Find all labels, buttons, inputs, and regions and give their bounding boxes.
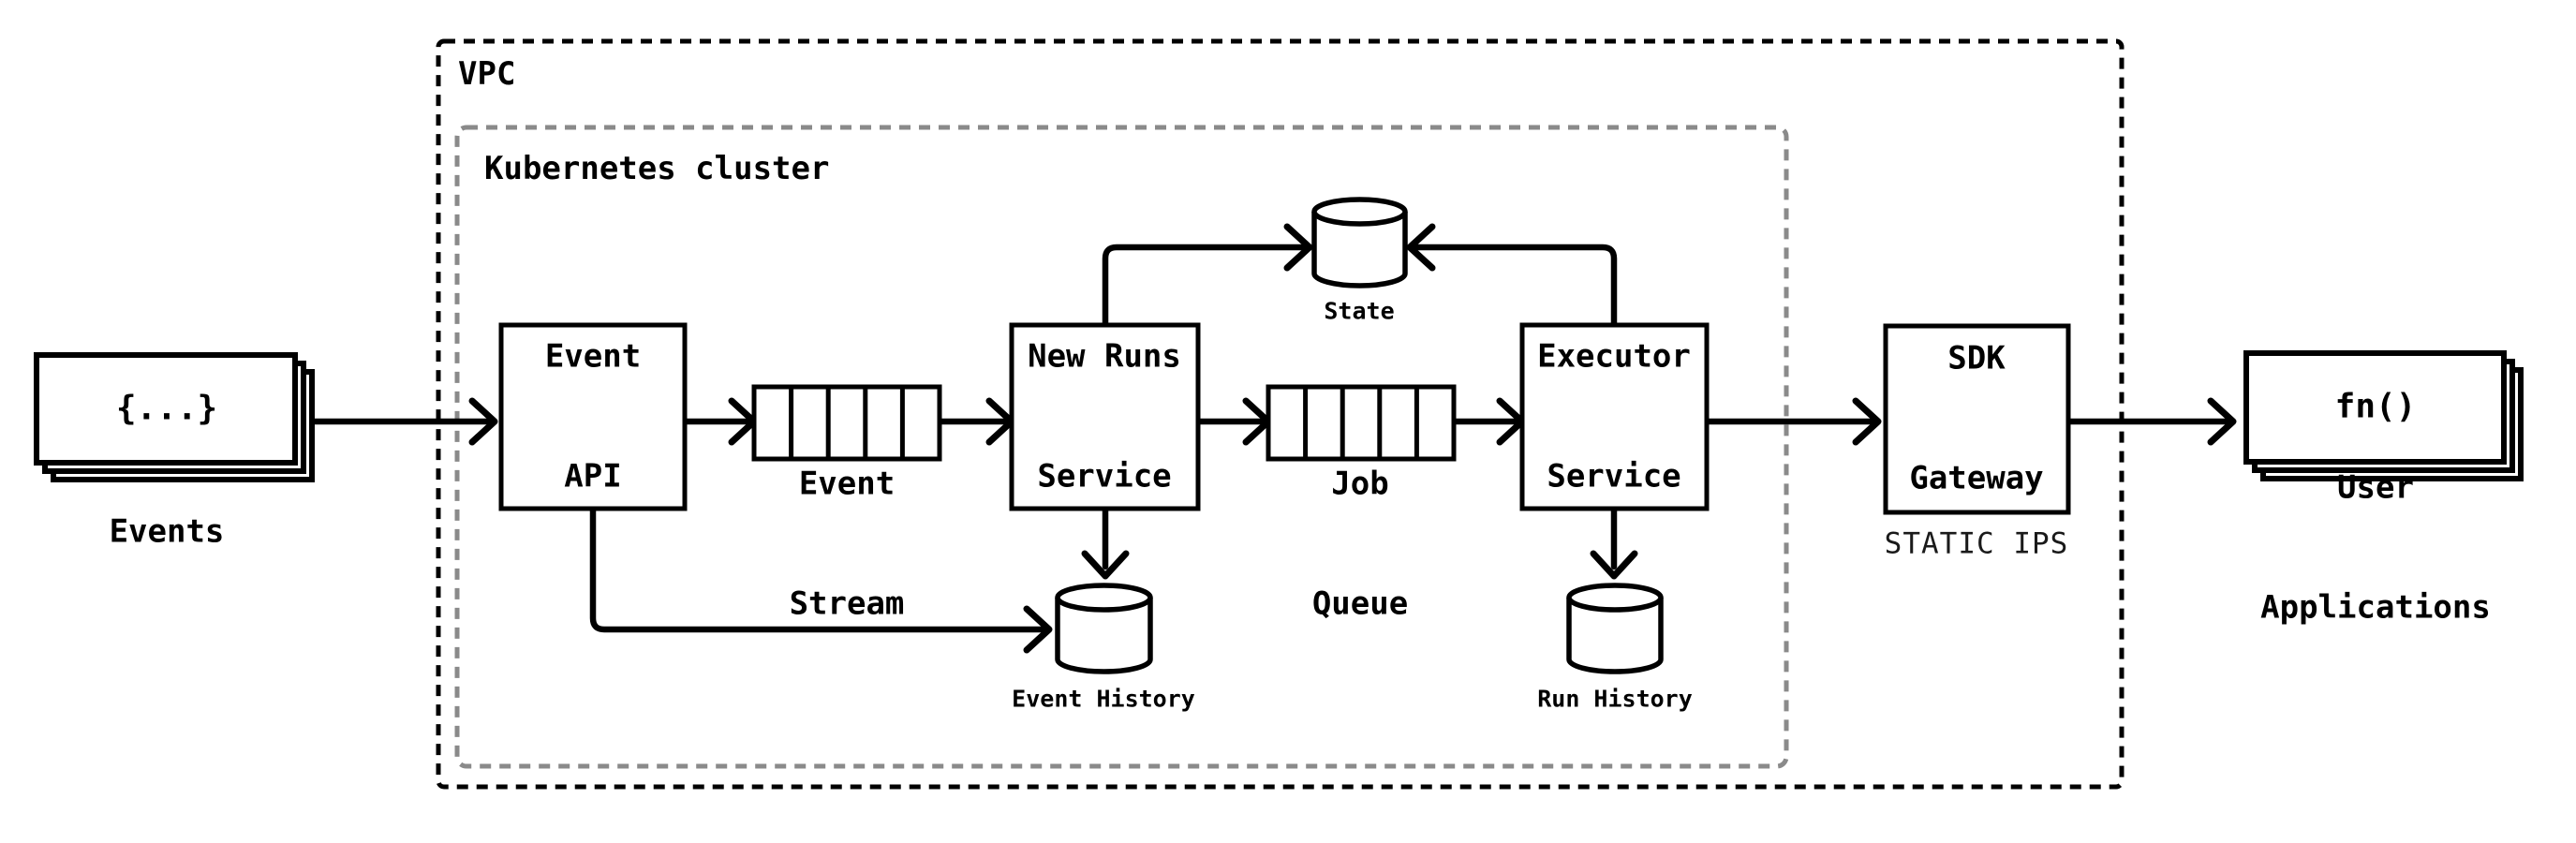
arrow-event-api-to-event-history	[589, 505, 1053, 654]
job-queue-label-line1: Job	[1331, 465, 1389, 503]
job-queue-shape	[1266, 384, 1457, 462]
event-stream-queue-shape	[751, 384, 942, 462]
event-api-label: Event API	[545, 257, 641, 578]
sdk-gateway-label: SDK Gateway	[1909, 259, 2043, 580]
executor-service-box	[1519, 322, 1710, 511]
job-queue-label-line2: Queue	[1311, 584, 1409, 623]
sdk-gateway-box	[1883, 323, 2071, 515]
new-runs-label-line1: New Runs	[1028, 337, 1181, 376]
user-apps-label: User Applications	[2260, 388, 2491, 709]
arrow-events-to-event-api	[308, 397, 498, 446]
user-apps-stack-shape	[2243, 350, 2524, 481]
new-runs-service-label: New Runs Service	[1028, 257, 1181, 578]
events-label: Events	[109, 512, 225, 551]
state-database-label: State	[1324, 297, 1395, 325]
event-stream-label-line2: Stream	[789, 584, 905, 623]
event-api-label-line1: Event	[544, 337, 642, 376]
kubernetes-cluster-boundary	[454, 125, 1789, 769]
event-api-box	[498, 322, 688, 511]
event-history-database-label: Event History	[1012, 685, 1195, 713]
run-history-database-shape	[1566, 583, 1664, 674]
run-history-database-label: Run History	[1537, 685, 1693, 713]
arrow-sdk-gateway-to-user-apps	[2065, 397, 2237, 446]
new-runs-label-line2: Service	[1037, 457, 1172, 495]
arrow-executor-to-run-history	[1590, 505, 1638, 580]
vpc-boundary	[436, 38, 2124, 790]
executor-label-line2: Service	[1547, 457, 1681, 495]
new-runs-service-box	[1009, 322, 1201, 511]
vpc-label: VPC	[458, 55, 516, 93]
event-history-database-shape	[1055, 583, 1153, 674]
arrow-new-runs-to-job-queue	[1194, 397, 1272, 446]
static-ips-caption: STATIC IPS	[1884, 526, 2069, 561]
arrow-event-api-to-event-stream	[681, 397, 758, 446]
arrow-executor-to-state	[1406, 223, 1618, 329]
event-stream-label: Event Stream	[790, 384, 905, 705]
event-stream-label-line1: Event	[798, 465, 896, 503]
arrow-event-stream-to-new-runs	[936, 397, 1015, 446]
user-apps-icon: fn()	[2334, 387, 2417, 426]
executor-service-label: Executor Service	[1537, 257, 1691, 578]
sdk-gateway-label-line2: Gateway	[1909, 459, 2044, 497]
arrow-new-runs-to-state	[1102, 223, 1313, 329]
sdk-gateway-label-line1: SDK	[1947, 339, 2006, 377]
events-icon: {...}	[115, 389, 218, 428]
kubernetes-cluster-label: Kubernetes cluster	[484, 150, 830, 187]
event-api-label-line2: API	[564, 457, 622, 495]
events-stack-shape	[34, 352, 315, 482]
state-database-shape	[1311, 197, 1408, 288]
user-apps-label-line1: User	[2337, 468, 2414, 507]
job-queue-label: Job Queue	[1312, 384, 1408, 705]
executor-label-line1: Executor	[1537, 337, 1691, 376]
user-apps-label-line2: Applications	[2260, 588, 2491, 627]
arrow-new-runs-to-event-history	[1081, 505, 1130, 580]
arrow-executor-to-sdk-gateway	[1703, 397, 1882, 446]
arrow-job-queue-to-executor	[1449, 397, 1526, 446]
